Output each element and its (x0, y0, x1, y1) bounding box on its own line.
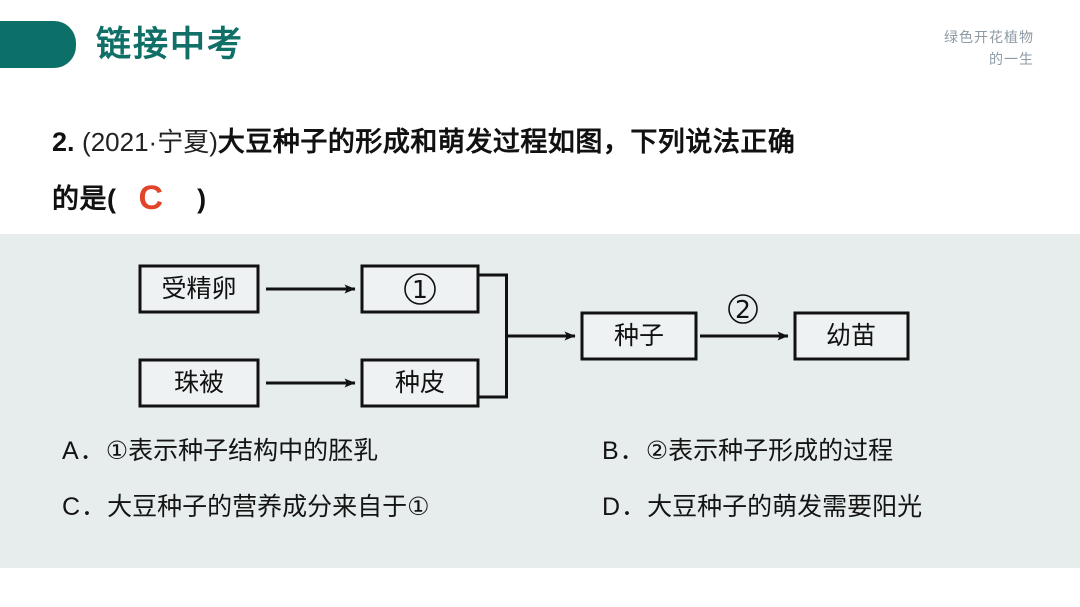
option-a-key: A． (62, 437, 106, 465)
content-panel: 受精卵 1 珠被 种皮 (0, 234, 1080, 568)
diagram-edge-label-two-text: 2 (735, 295, 751, 324)
option-b[interactable]: B．②表示种子形成的过程 (602, 430, 893, 472)
circle-two-icon (728, 294, 758, 324)
option-a-text: ①表示种子结构中的胚乳 (105, 437, 379, 465)
chapter-label: 绿色开花植物 的一生 (794, 26, 1034, 70)
diagram-node-one-label: 1 (412, 275, 428, 304)
option-c[interactable]: C．大豆种子的营养成分来自于① (62, 486, 602, 528)
question-stem-line-1: 2. (2021·宁夏)大豆种子的形成和萌发过程如图，下列说法正确 (52, 114, 1042, 170)
chapter-label-line2: 的一生 (989, 51, 1034, 67)
option-c-text: 大豆种子的营养成分来自于① (107, 493, 430, 521)
answer-mark: C (138, 179, 164, 217)
option-d[interactable]: D．大豆种子的萌发需要阳光 (602, 486, 922, 528)
question-stem: 2. (2021·宁夏)大豆种子的形成和萌发过程如图，下列说法正确 的是( C) (52, 114, 1042, 227)
question-text-line1: 大豆种子的形成和萌发过程如图，下列说法正确 (217, 127, 796, 157)
diagram-node-seed-coat-label: 种皮 (395, 368, 445, 397)
question-text-line2-prefix: 的是( (52, 184, 117, 214)
option-b-text: ②表示种子形成的过程 (645, 437, 894, 465)
option-a[interactable]: A．①表示种子结构中的胚乳 (62, 430, 602, 472)
options-row-2: C．大豆种子的营养成分来自于① D．大豆种子的萌发需要阳光 (0, 486, 1080, 528)
options-row-1: A．①表示种子结构中的胚乳 B．②表示种子形成的过程 (0, 430, 1080, 472)
question-stem-line-2: 的是( C) (52, 170, 1042, 227)
option-c-key: C． (62, 493, 108, 521)
circle-one-icon (404, 273, 436, 305)
diagram-node-seedling-label: 幼苗 (826, 321, 876, 350)
question-text-line2-suffix: ) (197, 184, 207, 214)
diagram-node-seed: 种子 (580, 311, 698, 361)
options-list: A．①表示种子结构中的胚乳 B．②表示种子形成的过程 C．大豆种子的营养成分来自… (0, 430, 1080, 542)
option-d-key: D． (602, 493, 648, 521)
diagram-node-seed-coat: 种皮 (360, 358, 480, 408)
diagram-node-fertilized-egg: 受精卵 (138, 264, 260, 314)
question-number: 2. (52, 127, 75, 157)
diagram-edge-label-two: 2 (728, 294, 758, 324)
diagram-node-one: 1 (360, 264, 480, 314)
diagram-node-seed-label: 种子 (614, 321, 664, 350)
diagram-node-fertilized-egg-label: 受精卵 (161, 274, 236, 303)
section-tab-icon (0, 21, 76, 68)
page-title: 链接中考 (96, 25, 245, 64)
question-source: (2021·宁夏) (82, 127, 218, 157)
diagram-node-seedling: 幼苗 (793, 311, 910, 361)
process-flow-diagram: 受精卵 1 珠被 种皮 (0, 234, 1080, 424)
chapter-label-line1: 绿色开花植物 (944, 29, 1034, 45)
option-d-text: 大豆种子的萌发需要阳光 (647, 493, 923, 521)
diagram-node-integument-label: 珠被 (174, 368, 224, 397)
diagram-bracket-connector (478, 273, 508, 399)
diagram-node-integument: 珠被 (138, 358, 260, 408)
slide-header: 链接中考 绿色开花植物 的一生 (0, 0, 1080, 100)
option-b-key: B． (602, 437, 646, 465)
